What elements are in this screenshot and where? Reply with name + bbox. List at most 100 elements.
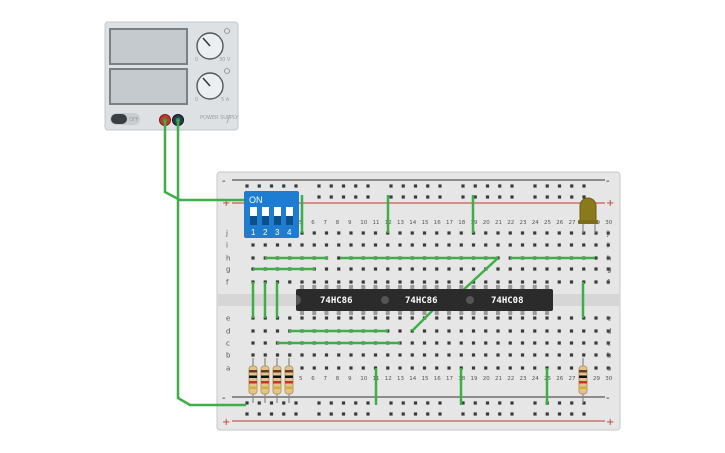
breadboard-hole[interactable] — [300, 243, 304, 247]
power-switch-knob[interactable] — [111, 114, 127, 124]
breadboard-hole[interactable] — [484, 316, 488, 320]
rail-hole[interactable] — [485, 184, 490, 188]
breadboard-hole[interactable] — [447, 341, 451, 345]
breadboard-hole[interactable] — [459, 329, 463, 333]
breadboard-hole[interactable] — [312, 353, 316, 357]
breadboard-hole[interactable] — [288, 280, 292, 284]
breadboard-hole[interactable] — [275, 329, 280, 333]
breadboard-hole[interactable] — [251, 256, 255, 260]
breadboard-hole[interactable] — [263, 353, 267, 357]
breadboard-hole[interactable] — [569, 316, 574, 320]
breadboard-hole[interactable] — [582, 353, 586, 357]
breadboard-hole[interactable] — [349, 366, 353, 370]
breadboard-hole[interactable] — [410, 353, 414, 357]
breadboard-hole[interactable] — [300, 280, 304, 284]
rail-hole[interactable] — [413, 401, 418, 405]
breadboard-hole[interactable] — [398, 243, 402, 247]
breadboard-hole[interactable] — [484, 231, 488, 235]
wire-positive-to-rail[interactable] — [163, 120, 246, 202]
rail-hole[interactable] — [341, 412, 346, 416]
breadboard-hole[interactable] — [569, 243, 574, 247]
breadboard-hole[interactable] — [349, 243, 353, 247]
breadboard-hole[interactable] — [386, 316, 390, 320]
rail-hole[interactable] — [389, 184, 393, 188]
breadboard-hole[interactable] — [569, 329, 574, 333]
breadboard-hole[interactable] — [373, 231, 378, 235]
breadboard-hole[interactable] — [422, 329, 427, 333]
led[interactable] — [578, 197, 598, 233]
breadboard-hole[interactable] — [459, 243, 463, 247]
rail-hole[interactable] — [294, 412, 298, 416]
breadboard-hole[interactable] — [496, 316, 500, 320]
rail-hole[interactable] — [413, 184, 418, 188]
breadboard-hole[interactable] — [349, 267, 353, 271]
breadboard-hole[interactable] — [337, 353, 341, 357]
breadboard-hole[interactable] — [471, 316, 476, 320]
rail-hole[interactable] — [317, 401, 321, 405]
rail-hole[interactable] — [329, 184, 333, 188]
rail-hole[interactable] — [545, 412, 549, 416]
breadboard-hole[interactable] — [337, 243, 341, 247]
breadboard-hole[interactable] — [569, 267, 574, 271]
breadboard-hole[interactable] — [410, 231, 414, 235]
breadboard-hole[interactable] — [496, 366, 500, 370]
breadboard-hole[interactable] — [557, 231, 561, 235]
ic-chips[interactable]: 74HC86 74HC86 74HC08 — [296, 285, 553, 315]
rail-hole[interactable] — [257, 412, 261, 416]
breadboard-hole[interactable] — [606, 267, 610, 271]
breadboard-hole[interactable] — [447, 280, 451, 284]
breadboard-hole[interactable] — [361, 316, 365, 320]
rail-hole[interactable] — [570, 184, 574, 188]
rail-hole[interactable] — [282, 412, 286, 416]
breadboard-hole[interactable] — [410, 366, 414, 370]
breadboard-hole[interactable] — [496, 353, 500, 357]
rail-hole[interactable] — [438, 195, 442, 199]
breadboard-hole[interactable] — [386, 353, 390, 357]
breadboard-hole[interactable] — [533, 243, 537, 247]
breadboard-hole[interactable] — [398, 280, 402, 284]
rail-hole[interactable] — [245, 412, 249, 416]
rail-hole[interactable] — [498, 401, 502, 405]
breadboard-holes[interactable] — [245, 184, 610, 416]
dip-switch-2-toggle[interactable] — [262, 207, 269, 216]
wires[interactable] — [163, 120, 595, 407]
breadboard-hole[interactable] — [459, 267, 463, 271]
rail-hole[interactable] — [485, 195, 490, 199]
breadboard-hole[interactable] — [582, 243, 586, 247]
breadboard-hole[interactable] — [545, 243, 549, 247]
breadboard-hole[interactable] — [557, 329, 561, 333]
breadboard-hole[interactable] — [422, 267, 427, 271]
breadboard-hole[interactable] — [606, 341, 610, 345]
breadboard-hole[interactable] — [398, 353, 402, 357]
rail-hole[interactable] — [438, 184, 442, 188]
breadboard-hole[interactable] — [447, 231, 451, 235]
breadboard-hole[interactable] — [361, 280, 365, 284]
breadboard-hole[interactable] — [520, 341, 525, 345]
breadboard-hole[interactable] — [496, 267, 500, 271]
breadboard-hole[interactable] — [312, 366, 316, 370]
breadboard-hole[interactable] — [594, 353, 598, 357]
breadboard-hole[interactable] — [410, 267, 414, 271]
rail-hole[interactable] — [389, 412, 393, 416]
breadboard-hole[interactable] — [533, 329, 537, 333]
breadboard-hole[interactable] — [533, 267, 537, 271]
breadboard-hole[interactable] — [422, 353, 427, 357]
breadboard-hole[interactable] — [520, 366, 525, 370]
breadboard-hole[interactable] — [484, 341, 488, 345]
breadboard-hole[interactable] — [508, 366, 512, 370]
breadboard-hole[interactable] — [520, 353, 525, 357]
breadboard-hole[interactable] — [361, 267, 365, 271]
breadboard-hole[interactable] — [582, 231, 586, 235]
breadboard-hole[interactable] — [410, 316, 414, 320]
rail-hole[interactable] — [354, 401, 358, 405]
rail-hole[interactable] — [533, 412, 537, 416]
breadboard-hole[interactable] — [398, 329, 402, 333]
breadboard-hole[interactable] — [398, 267, 402, 271]
rail-hole[interactable] — [557, 195, 562, 199]
dip-switch-3-toggle[interactable] — [274, 207, 281, 216]
breadboard-hole[interactable] — [520, 316, 525, 320]
rail-hole[interactable] — [426, 412, 430, 416]
breadboard-hole[interactable] — [606, 243, 610, 247]
breadboard-hole[interactable] — [337, 256, 341, 260]
breadboard-hole[interactable] — [435, 231, 439, 235]
